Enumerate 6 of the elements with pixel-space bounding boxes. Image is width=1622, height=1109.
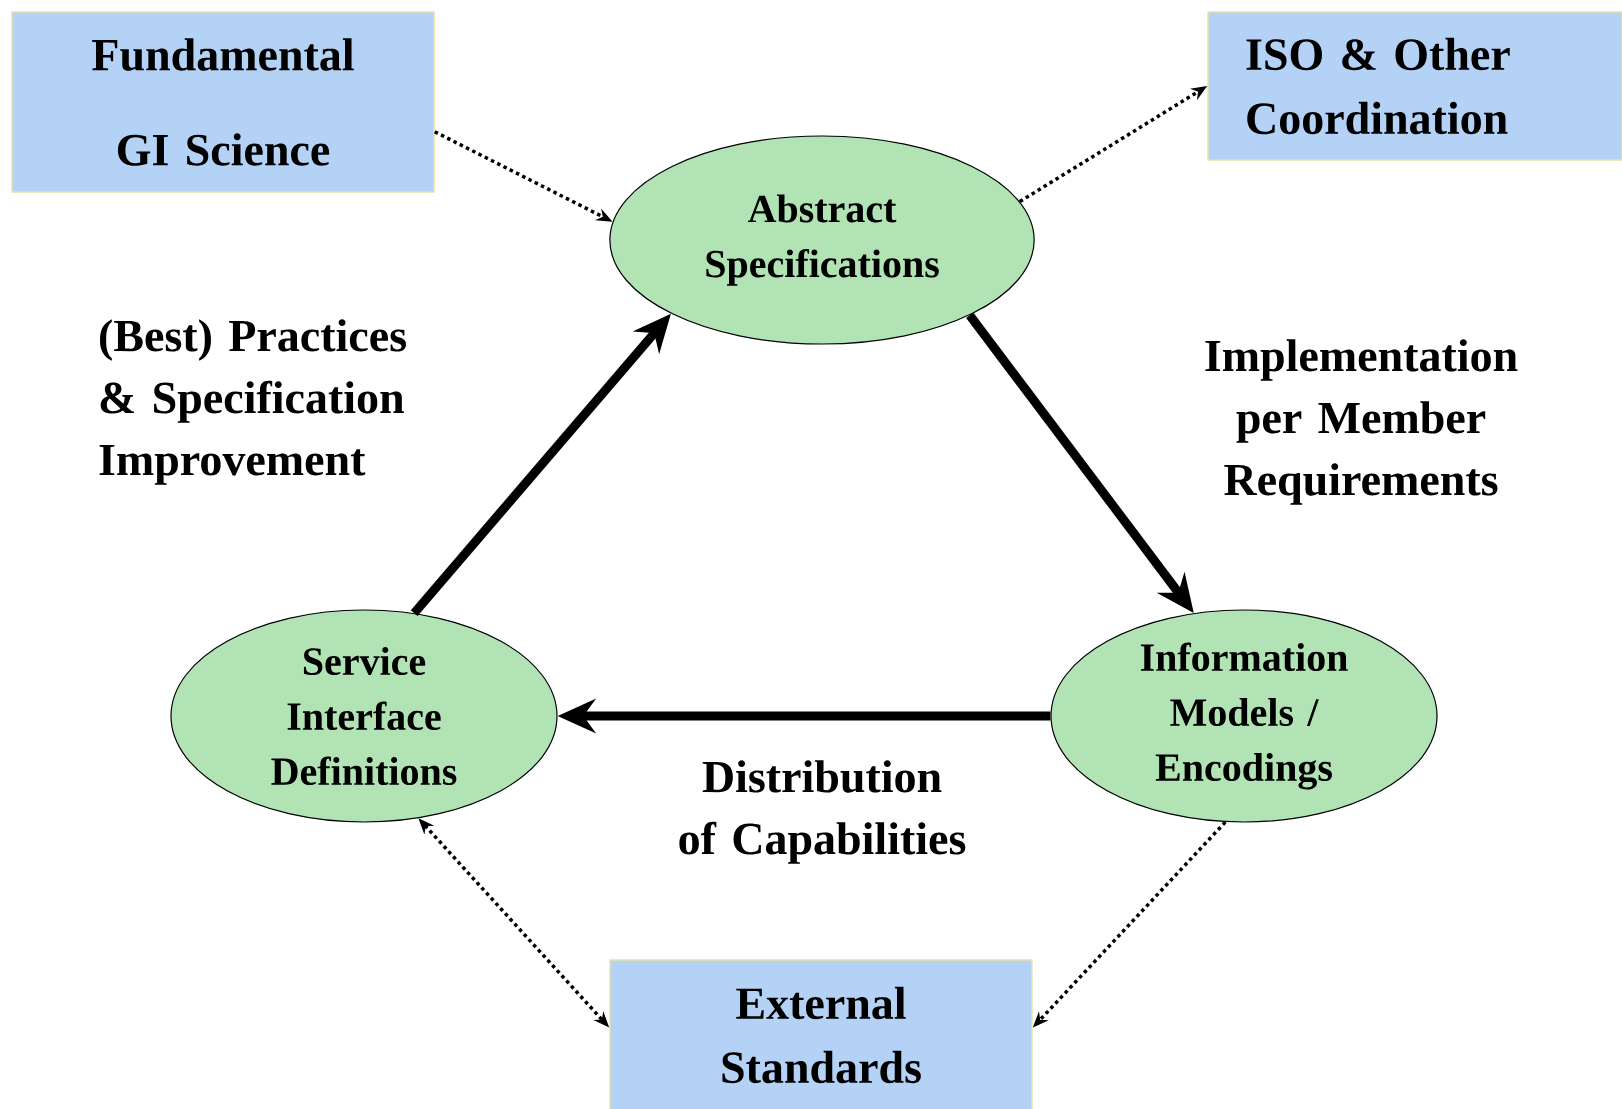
concept-box: Fundamental GI Science <box>11 11 435 193</box>
annotation-text: (Best) Practices & Specification Improvement <box>99 319 406 485</box>
annotation-text: Implementation per Member Requirements <box>1205 339 1518 505</box>
concept-box: ISO & Other Coordination <box>1207 11 1622 161</box>
concept-box: External Standards <box>609 959 1033 1109</box>
annotation-text: Distribution of Capabilities <box>679 760 966 864</box>
